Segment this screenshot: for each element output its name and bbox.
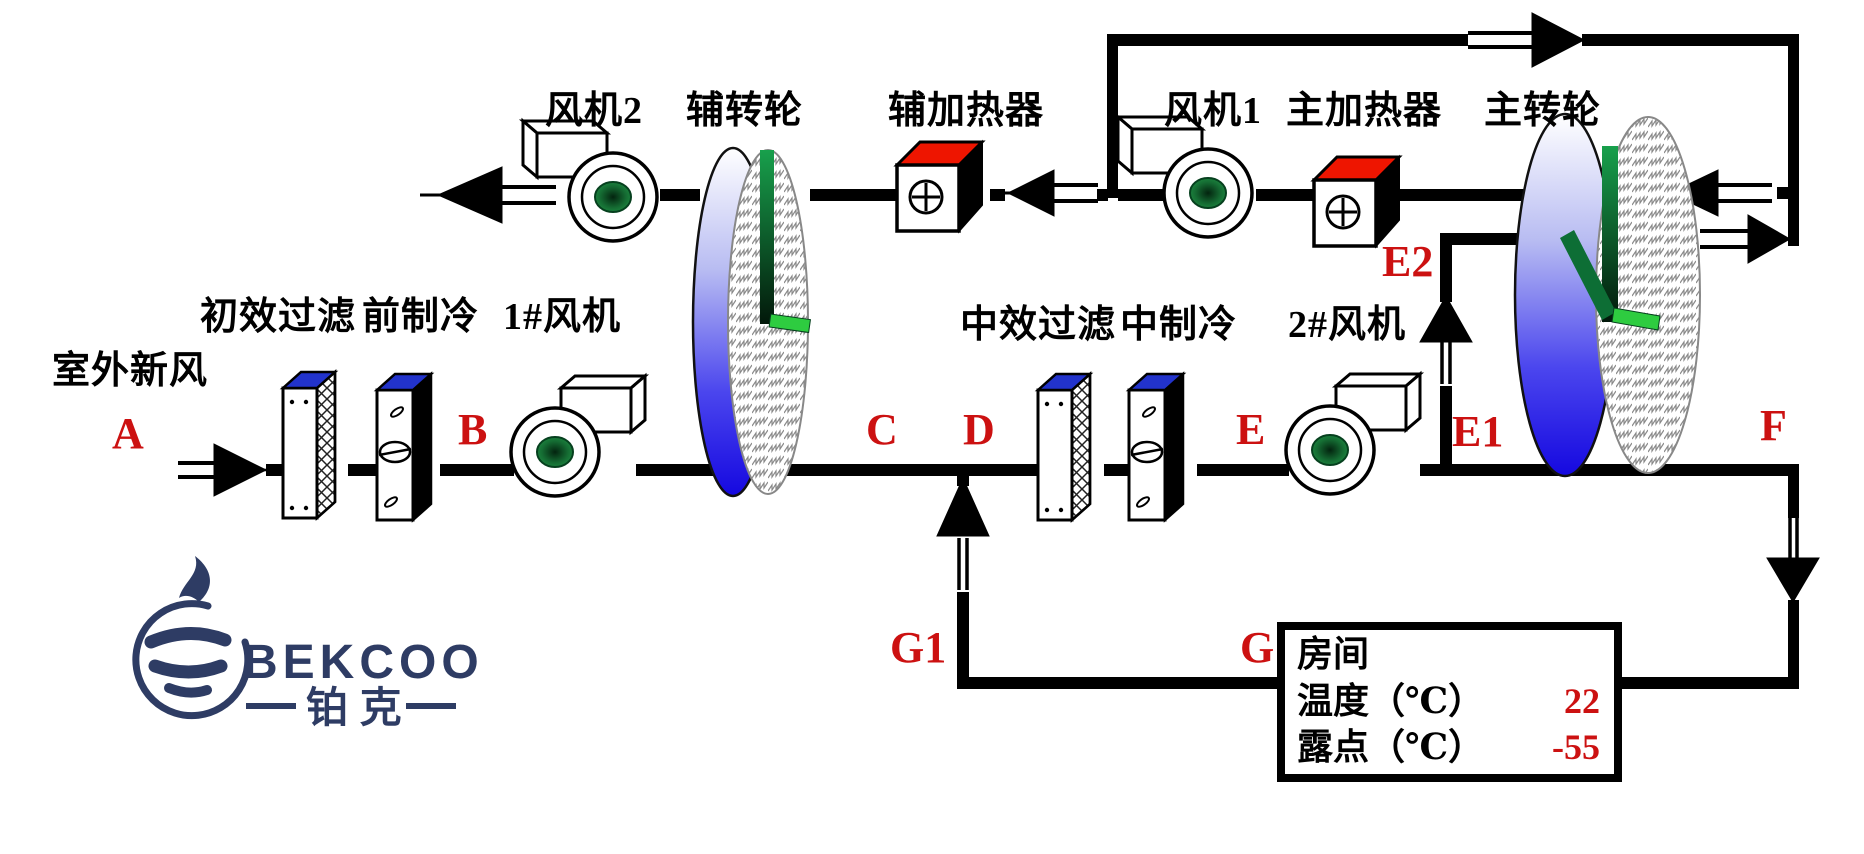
label-aux-heater: 辅加热器 [888, 90, 1045, 132]
label-pre-filter: 初效过滤 [200, 296, 357, 338]
fan-no2-blower [1284, 372, 1422, 496]
point-d: D [963, 405, 995, 454]
label-aux-wheel: 辅转轮 [686, 90, 804, 132]
label-main-heater: 主加热器 [1286, 90, 1443, 132]
point-e2: E2 [1382, 237, 1434, 286]
label-fan-no2: 2#风机 [1288, 304, 1407, 346]
point-c: C [866, 405, 898, 454]
bekcoo-logo: BEKCOO 铂 克 [132, 556, 484, 731]
aux-wheel [691, 146, 812, 498]
bekcoo-logo-cn: 铂 克 [306, 684, 402, 731]
room-temp-label: 温度（℃） [1297, 680, 1485, 721]
bekcoo-logo-brand: BEKCOO [243, 636, 484, 689]
aux-heater-box [895, 140, 984, 233]
fan2-blower [521, 119, 659, 243]
label-fan2: 风机2 [545, 90, 644, 132]
point-g1: G1 [890, 623, 947, 672]
label-fan-no1: 1#风机 [503, 296, 622, 338]
point-g: G [1240, 623, 1275, 672]
fan-no1-blower [509, 374, 647, 498]
bekcoo-logo-mark [132, 556, 252, 720]
point-e1: E1 [1452, 407, 1504, 456]
room-title: 房间 [1297, 634, 1370, 674]
point-f: F [1760, 401, 1787, 450]
point-e: E [1236, 405, 1266, 454]
flow-arrows [178, 12, 1820, 603]
room-dewpoint-label: 露点（℃） [1297, 727, 1485, 767]
label-mid-cooler: 中制冷 [1120, 304, 1238, 346]
room-status-box: 房间 温度（℃） 22 露点（℃） -55 [1277, 622, 1622, 782]
label-mid-filter: 中效过滤 [960, 304, 1117, 346]
main-wheel [1513, 112, 1701, 478]
label-outdoor-air: 室外新风 [52, 350, 209, 392]
label-main-wheel: 主转轮 [1484, 90, 1602, 132]
main-heater-box [1312, 155, 1401, 248]
pre-cooler-panel [375, 372, 433, 522]
point-b: B [458, 405, 488, 454]
pre-filter-panel [281, 370, 337, 520]
room-dewpoint-value: -55 [1552, 727, 1600, 767]
label-fan1: 风机1 [1164, 90, 1263, 132]
room-temp-value: 22 [1564, 680, 1600, 721]
label-pre-cooler: 前制冷 [362, 296, 480, 338]
fan1-blower [1116, 115, 1254, 239]
mid-filter-panel [1036, 372, 1092, 522]
mid-cooler-panel [1127, 372, 1185, 522]
point-a: A [112, 409, 144, 458]
